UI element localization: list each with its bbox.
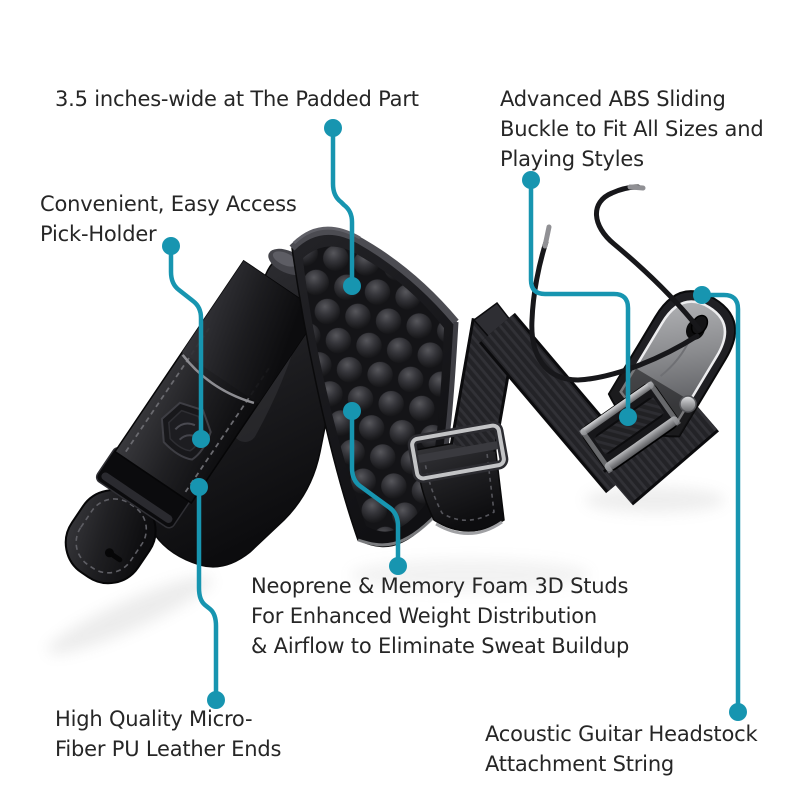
string-tip xyxy=(542,224,552,249)
callout-dot-pick-holder-start xyxy=(162,237,180,255)
callout-line-studs xyxy=(349,408,401,569)
callout-label-sliding-buckle: Advanced ABS Sliding Buckle to Fit All S… xyxy=(500,87,764,171)
string-tip xyxy=(627,184,646,191)
callout-dot-sliding-buckle-start xyxy=(522,171,540,189)
webbing-to-buckle xyxy=(604,398,718,504)
buckle-pin-knob xyxy=(679,395,697,413)
callout-dot-headstock-string-start xyxy=(693,286,711,304)
callout-line-leather-ends xyxy=(196,484,219,703)
callout-line-sliding-buckle xyxy=(528,177,631,420)
callout-dot-pick-holder-end xyxy=(192,430,210,448)
callout-label-pick-holder: Convenient, Easy Access Pick-Holder xyxy=(40,192,297,246)
product-shadows xyxy=(47,487,725,655)
webbing-section xyxy=(407,301,720,535)
attachment-string xyxy=(529,184,702,383)
callout-dot-leather-ends-start xyxy=(190,478,208,496)
callout-dot-headstock-string-end xyxy=(729,703,747,721)
callout-annotations xyxy=(162,119,747,721)
callout-dot-studs-end xyxy=(389,557,407,575)
headstock-tab-assembly xyxy=(529,184,737,474)
callout-dot-leather-ends-end xyxy=(207,691,225,709)
callout-line-padded-width xyxy=(330,125,355,289)
callout-dot-sliding-buckle-end xyxy=(619,408,637,426)
leather-end-left xyxy=(64,259,321,585)
callout-dot-padded-width-end xyxy=(343,277,361,295)
metal-slider xyxy=(407,421,509,483)
callout-dot-studs-start xyxy=(343,402,361,420)
callout-line-pick-holder xyxy=(168,243,204,442)
callout-label-leather-ends: High Quality Micro- Fiber PU Leather End… xyxy=(55,707,282,761)
callout-label-studs: Neoprene & Memory Foam 3D Studs For Enha… xyxy=(251,574,630,658)
callout-label-padded-width: 3.5 inches-wide at The Padded Part xyxy=(55,87,419,111)
callout-label-headstock-string: Acoustic Guitar Headstock Attachment Str… xyxy=(485,722,758,776)
callout-line-headstock-string xyxy=(699,292,741,715)
callout-dot-padded-width-start xyxy=(324,119,342,137)
